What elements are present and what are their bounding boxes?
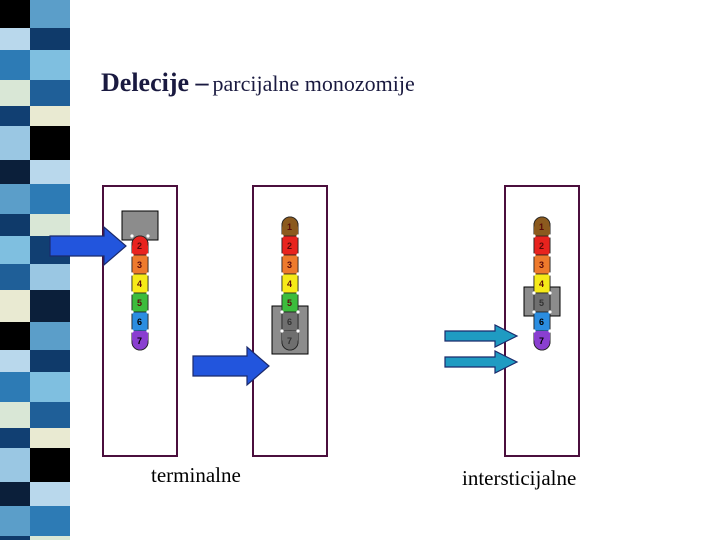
band-notch (280, 253, 283, 256)
band-number: 4 (539, 279, 544, 289)
band-notch (548, 215, 551, 218)
caption-interstitial: intersticijalne (462, 466, 576, 491)
band-notch (130, 272, 133, 275)
chromosome: 2 3 4 5 6 7 (130, 234, 149, 350)
band-notch (280, 310, 283, 313)
band-number: 2 (137, 241, 142, 251)
band-number: 2 (539, 241, 544, 251)
band-number: 1 (539, 222, 544, 232)
chromosome: 1 2 3 4 5 6 7 (280, 215, 299, 350)
band-notch (548, 329, 551, 332)
band-notch (280, 329, 283, 332)
caption-terminal: terminalne (151, 463, 241, 488)
band-number: 5 (539, 298, 544, 308)
band-notch (146, 234, 149, 237)
band-notch (280, 234, 283, 237)
band-notch (296, 253, 299, 256)
band-notch (280, 291, 283, 294)
band-notch (548, 253, 551, 256)
band-notch (532, 272, 535, 275)
band-number: 3 (539, 260, 544, 270)
band-notch (532, 215, 535, 218)
chromosome: 1 2 3 4 5 6 7 (532, 215, 551, 350)
band-notch (130, 253, 133, 256)
band-notch (532, 234, 535, 237)
band-number: 3 (287, 260, 292, 270)
band-notch (548, 272, 551, 275)
band-notch (296, 234, 299, 237)
band-notch (280, 272, 283, 275)
band-notch (146, 310, 149, 313)
band-notch (548, 291, 551, 294)
band-notch (296, 310, 299, 313)
band-number: 6 (287, 317, 292, 327)
band-notch (296, 215, 299, 218)
pointer-arrow (445, 325, 517, 347)
band-notch (146, 272, 149, 275)
band-notch (532, 291, 535, 294)
band-number: 1 (287, 222, 292, 232)
band-notch (146, 253, 149, 256)
band-number: 6 (137, 317, 142, 327)
band-notch (130, 234, 133, 237)
band-notch (532, 253, 535, 256)
band-notch (280, 215, 283, 218)
pointer-arrow (445, 351, 517, 373)
band-notch (296, 329, 299, 332)
band-notch (146, 291, 149, 294)
band-number: 5 (137, 298, 142, 308)
pointer-arrow (193, 347, 269, 385)
band-number: 7 (287, 336, 292, 346)
band-notch (296, 291, 299, 294)
band-notch (548, 234, 551, 237)
band-number: 4 (287, 279, 292, 289)
band-number: 4 (137, 279, 142, 289)
band-notch (130, 291, 133, 294)
band-notch (532, 329, 535, 332)
band-notch (296, 272, 299, 275)
band-notch (532, 310, 535, 313)
pointer-arrow (50, 227, 126, 265)
band-number: 3 (137, 260, 142, 270)
band-notch (130, 329, 133, 332)
band-notch (548, 310, 551, 313)
band-number: 2 (287, 241, 292, 251)
band-number: 6 (539, 317, 544, 327)
band-number: 5 (287, 298, 292, 308)
band-notch (146, 329, 149, 332)
band-notch (130, 310, 133, 313)
band-number: 7 (137, 336, 142, 346)
band-number: 7 (539, 336, 544, 346)
